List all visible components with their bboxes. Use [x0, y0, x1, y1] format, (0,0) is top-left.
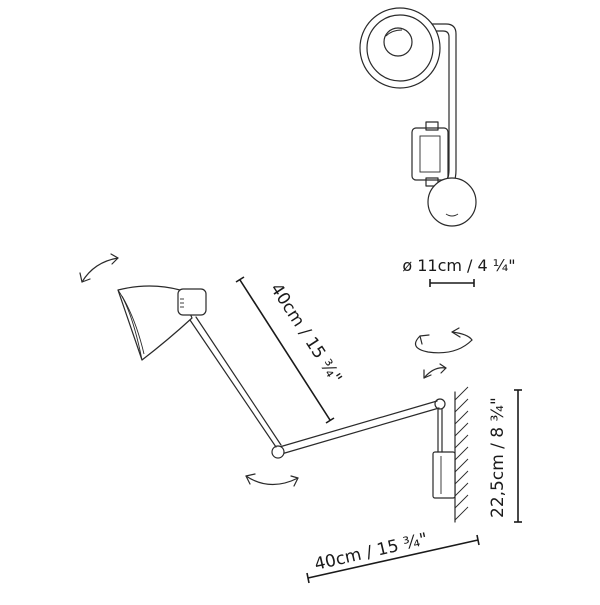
- diameter-label: ø 11cm / 4 ¼": [402, 256, 515, 275]
- top-view: [359, 7, 477, 227]
- globe-icon: [427, 177, 477, 227]
- rotate-arrow-icon: [245, 473, 299, 487]
- arm-length-label: 40cm / 15 ¾": [266, 280, 346, 388]
- diameter-dimension: ø 11cm / 4 ¼": [402, 256, 516, 287]
- projection-label: 40cm / 15 ¾": [313, 529, 430, 574]
- lamp-shade: [117, 285, 207, 361]
- bracket-height-dimension: 22,5cm / 8 ¾": [488, 389, 522, 523]
- tilt-arrow-icon: [423, 363, 447, 379]
- rotate-arrow-icon: [79, 253, 119, 283]
- side-view: [117, 285, 456, 499]
- wall-bracket-side: [432, 451, 456, 499]
- wall: [454, 386, 469, 523]
- bulb-icon: [383, 27, 413, 57]
- bracket-height-label: 22,5cm / 8 ¾": [488, 397, 508, 518]
- wall-bracket-top: [411, 121, 449, 187]
- arm-joint-lower: [271, 445, 285, 459]
- rotation-arrows: [79, 253, 473, 487]
- projection-dimension: 40cm / 15 ¾": [306, 529, 480, 584]
- swivel-arrow-icon: [414, 327, 473, 354]
